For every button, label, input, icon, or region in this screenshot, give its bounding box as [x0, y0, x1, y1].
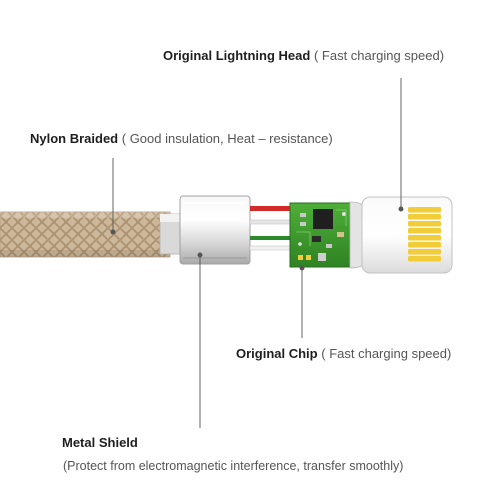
label-lightning-head: Original Lightning Head ( Fast charging … [163, 48, 444, 63]
metal-shield [179, 195, 251, 265]
label-nylon-note: ( Good insulation, Heat – resistance) [121, 131, 333, 146]
cable-strain-relief [159, 213, 183, 255]
label-nylon-title: Nylon Braided [30, 131, 119, 146]
label-chip-note: ( Fast charging speed) [321, 346, 452, 361]
label-metal-shield: Metal Shield [62, 435, 138, 450]
nylon-braided-cable [0, 211, 171, 258]
label-lightning-note: ( Fast charging speed) [313, 48, 445, 63]
gold-pins [408, 207, 441, 262]
label-lightning-title: Original Lightning Head [163, 48, 311, 63]
internal-wires [249, 206, 293, 251]
original-chip-pcb [289, 202, 353, 268]
leader-lines [110, 78, 404, 428]
label-chip-title: Original Chip [236, 346, 318, 361]
label-shield-note: (Protect from electromagnetic interferen… [63, 459, 404, 473]
lightning-head [349, 196, 453, 274]
label-original-chip: Original Chip ( Fast charging speed) [236, 346, 451, 361]
chip-ic [313, 209, 333, 229]
label-shield-title: Metal Shield [62, 435, 138, 450]
label-nylon-braided: Nylon Braided ( Good insulation, Heat – … [30, 131, 333, 146]
